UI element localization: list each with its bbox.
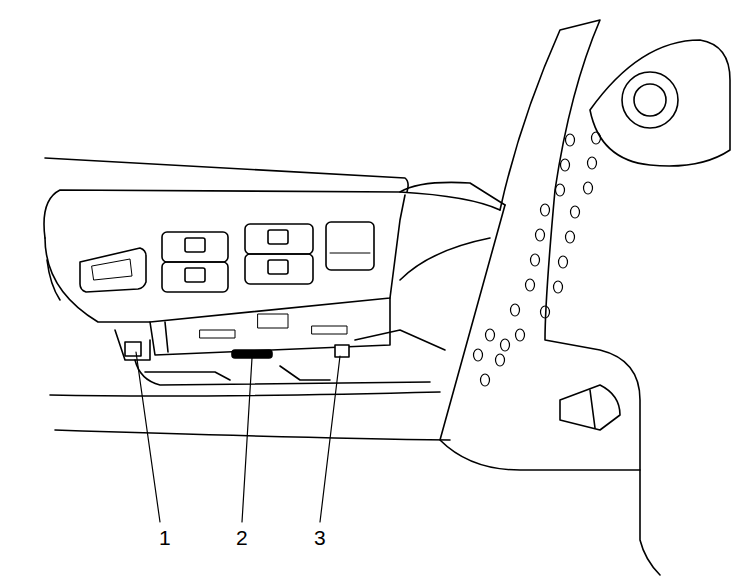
- handle-hole: [481, 374, 490, 386]
- handle-hole: [571, 206, 580, 218]
- callout-number: 2: [236, 527, 248, 548]
- handle-hole: [561, 159, 570, 171]
- handle-hole: [566, 134, 575, 146]
- handle-hole: [592, 132, 601, 144]
- handle-hole: [541, 306, 550, 318]
- handle-hole: [516, 329, 525, 341]
- handle-hole: [588, 157, 597, 169]
- callout-number: 1: [159, 527, 171, 548]
- handle-hole: [566, 231, 575, 243]
- handle-hole: [559, 256, 568, 268]
- handle-hole: [556, 184, 565, 196]
- handle-hole: [541, 204, 550, 216]
- handle-hole: [584, 182, 593, 194]
- handle-hole: [531, 254, 540, 266]
- handle-hole: [554, 281, 563, 293]
- handle-hole: [511, 304, 520, 316]
- callout-number: 3: [314, 527, 326, 548]
- handle-hole: [474, 349, 483, 361]
- handle-hole: [536, 229, 545, 241]
- handle-hole: [496, 354, 505, 366]
- handle-hole: [486, 329, 495, 341]
- handle-hole: [526, 279, 535, 291]
- handle-hole: [501, 339, 510, 351]
